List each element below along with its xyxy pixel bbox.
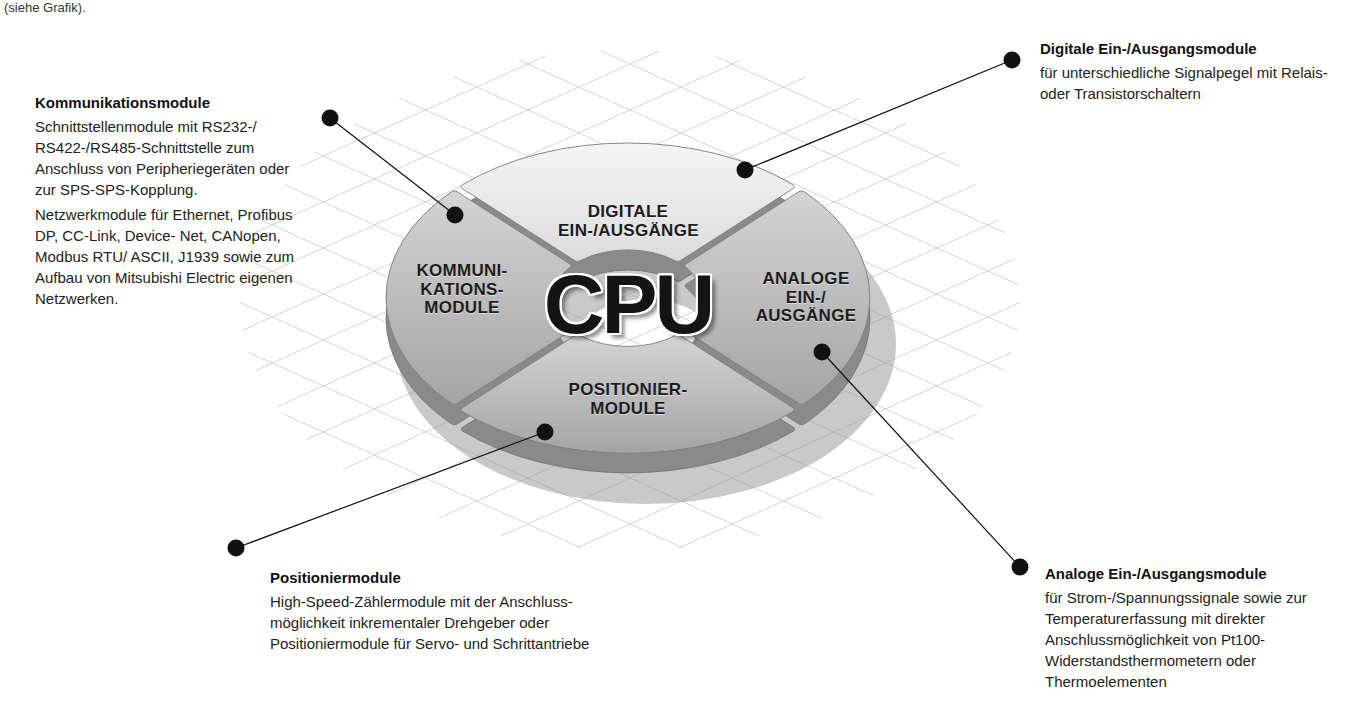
- grid-line: [150, 0, 1110, 142]
- grid-line: [150, 0, 1110, 96]
- grid-line: [150, 0, 1110, 96]
- ring-base: [386, 163, 896, 504]
- grid-line: [150, 78, 1110, 510]
- leader-line: [745, 60, 1012, 170]
- grid-line: [150, 0, 1110, 280]
- grid-line: [150, 170, 1110, 602]
- segment-face: [461, 335, 794, 453]
- page-note: (siehe Grafik).: [4, 0, 86, 16]
- grid-line: [150, 308, 1110, 722]
- callout-dot: [737, 162, 754, 179]
- callout-text: für Strom-/Spannungssignale sowie zur Te…: [1045, 587, 1320, 692]
- grid-line: [150, 78, 1110, 510]
- callout-heading: Digitale Ein-/Ausgangsmodule: [1040, 38, 1257, 59]
- segment-label: DIGITALE EIN-/AUSGÄNGE: [558, 203, 698, 240]
- ring-segment: POSITIONIER- MODULE: [461, 335, 794, 453]
- callout-heading: Kommunikationsmodule: [35, 92, 210, 113]
- callout-dot: [322, 110, 339, 127]
- callout-text: für unterschiedliche Signalpegel mit Rel…: [1040, 62, 1330, 104]
- callout-dot: [447, 207, 464, 224]
- segment-title: POSITIONIER- MODULE: [553, 381, 703, 418]
- grid-line: [150, 124, 1110, 556]
- segment-title: DIGITALE EIN-/AUSGÄNGE: [558, 203, 698, 240]
- grid-line: [150, 0, 1110, 372]
- callout-heading: Positioniermodule: [270, 567, 401, 588]
- grid-line: [150, 354, 1110, 722]
- leader-line: [236, 432, 545, 548]
- perspective-grid: [150, 0, 1110, 722]
- grid-line: [150, 216, 1110, 648]
- callout-dot: [1004, 52, 1021, 69]
- grid-line: [150, 124, 1110, 556]
- callout-dot: [537, 424, 554, 441]
- leader-line: [330, 118, 455, 215]
- grid-line: [150, 216, 1110, 648]
- segment-label: ANALOGE EIN-/ AUSGÄNGE: [750, 270, 862, 326]
- segment-title: ANALOGE EIN-/ AUSGÄNGE: [750, 270, 862, 326]
- leader-line: [822, 352, 1020, 567]
- segment-label: POSITIONIER- MODULE: [553, 381, 703, 418]
- callout-dot: [1012, 559, 1029, 576]
- grid-line: [150, 170, 1110, 602]
- callout-dot: [228, 540, 245, 557]
- grid-line: [150, 0, 1110, 280]
- callout-dot: [814, 344, 831, 361]
- grid-line: [150, 308, 1110, 722]
- grid-line: [150, 0, 1110, 142]
- segment-title: KOMMUNI- KATIONS- MODULE: [406, 262, 518, 318]
- grid-line: [150, 354, 1110, 722]
- callout-text: Schnittstellenmodule mit RS232-/ RS422-/…: [35, 116, 305, 200]
- callout-text: Netzwerkmodule für Ethernet, Profibus DP…: [35, 204, 305, 309]
- grid-line: [150, 0, 1110, 372]
- cpu-title: CPU: [544, 262, 712, 346]
- callout-heading: Analoge Ein-/Ausgangsmodule: [1045, 563, 1267, 584]
- segment-label: KOMMUNI- KATIONS- MODULE: [406, 262, 518, 318]
- callout-text: High-Speed-Zählermodule mit der Anschlus…: [270, 591, 640, 654]
